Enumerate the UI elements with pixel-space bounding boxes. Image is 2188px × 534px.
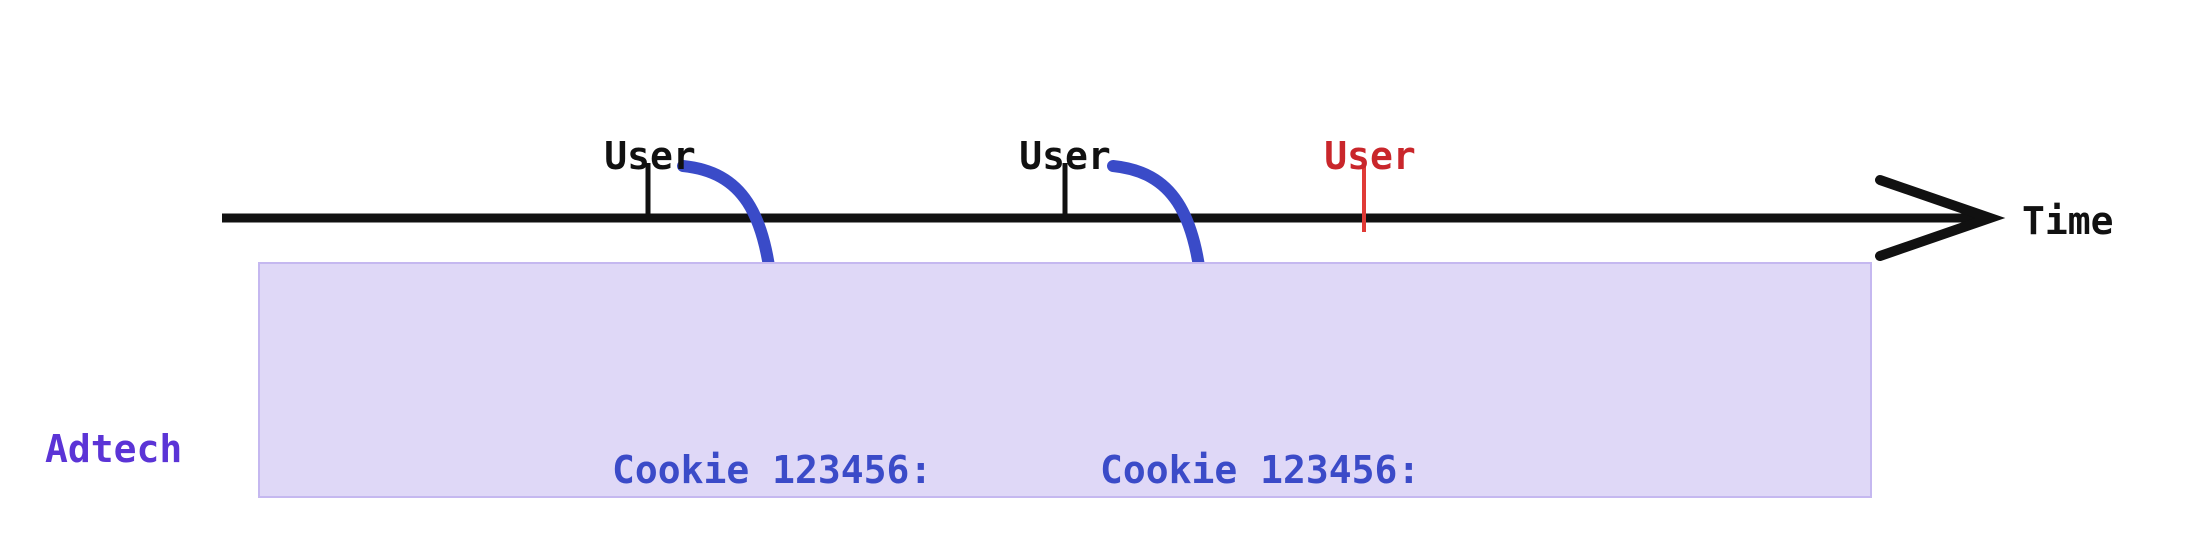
timeline-axis-label: Time [2022, 199, 2114, 243]
event-label-ad-click-line1: User [604, 133, 696, 178]
server-log-converted-line1: Cookie 123456: [1100, 448, 1421, 492]
server-label-line1: Adtech [45, 426, 183, 471]
server-log-ad-clicked-line1: Cookie 123456: [612, 448, 933, 492]
timeline-arrowhead [1875, 175, 2006, 261]
server-log-ad-clicked: Cookie 123456: Ad clicked [612, 352, 1032, 534]
adtech-server-box [258, 262, 1872, 498]
event-label-clear-data-line1: User [1324, 133, 1416, 178]
server-log-converted: Cookie 123456: Converted [1100, 352, 1520, 534]
event-label-conversion-line1: User [1019, 133, 1111, 178]
server-label: Adtech server [45, 326, 245, 534]
